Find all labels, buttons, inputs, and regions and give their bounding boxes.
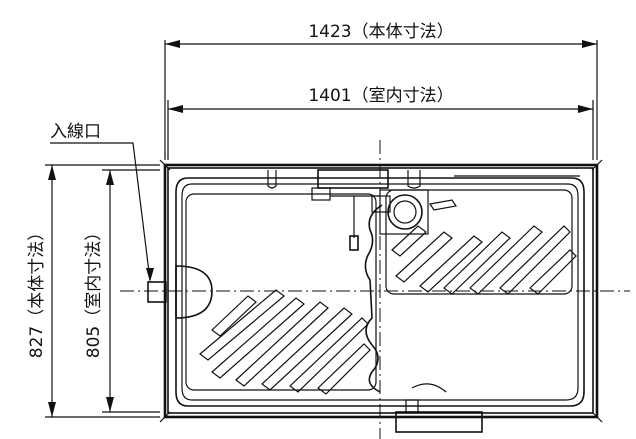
right-floor-area — [385, 189, 573, 295]
body-width-label: 1423（本体寸法） — [308, 22, 453, 42]
dimension-inner-depth: 805（室内寸法） — [84, 169, 160, 413]
cable-entry-label: 入線口 — [50, 122, 101, 142]
inner-depth-label: 805（室内寸法） — [84, 224, 104, 358]
tub-inner-outline — [175, 177, 585, 407]
step-divider — [364, 204, 383, 393]
left-floor-area — [185, 193, 377, 391]
cable-entry-box — [147, 281, 167, 303]
body-depth-label: 827（本体寸法） — [27, 224, 47, 358]
headrest — [175, 265, 213, 319]
cable-entry-callout: 入線口 — [50, 122, 154, 282]
inner-width-label: 1401（室内寸法） — [308, 86, 453, 106]
dimension-inner-width: 1401（室内寸法） — [167, 86, 594, 160]
tub-outer-frame — [159, 159, 603, 423]
bottom-spout — [395, 383, 483, 433]
dimension-body-width: 1423（本体寸法） — [164, 22, 598, 160]
faucet-controls — [267, 169, 580, 251]
dimension-body-depth: 827（本体寸法） — [27, 164, 160, 418]
anti-slip-pattern-left — [199, 289, 371, 395]
anti-slip-pattern-right — [391, 199, 577, 295]
